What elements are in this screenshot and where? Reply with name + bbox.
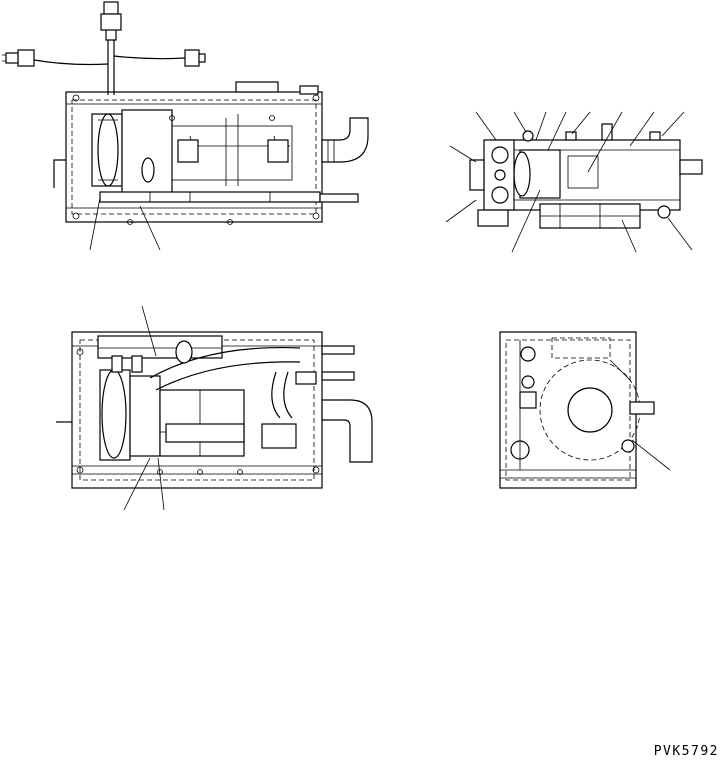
front-view [56,305,373,511]
leader-line [629,111,655,147]
leader-line [475,111,497,141]
leader-line [571,111,591,135]
leader-line [123,457,151,511]
leader-line [587,111,623,173]
leader-line [667,217,693,251]
leader-line [141,305,157,357]
leader-line [511,189,541,253]
leader-line [139,205,161,251]
leader-line [89,197,101,251]
leader-line [621,219,637,253]
leader-line [445,199,477,223]
leader-line [157,457,165,511]
leader-line [513,111,527,133]
end-view-right [445,111,703,253]
wire-harness [2,1,206,95]
leader-line [661,111,685,137]
drawing-code: PVK5792 [653,744,719,759]
side-view [499,331,671,489]
leader-line [535,111,547,141]
leader-line [631,439,671,471]
top-view [2,1,369,251]
leader-line [449,145,477,163]
leader-line [547,111,567,151]
